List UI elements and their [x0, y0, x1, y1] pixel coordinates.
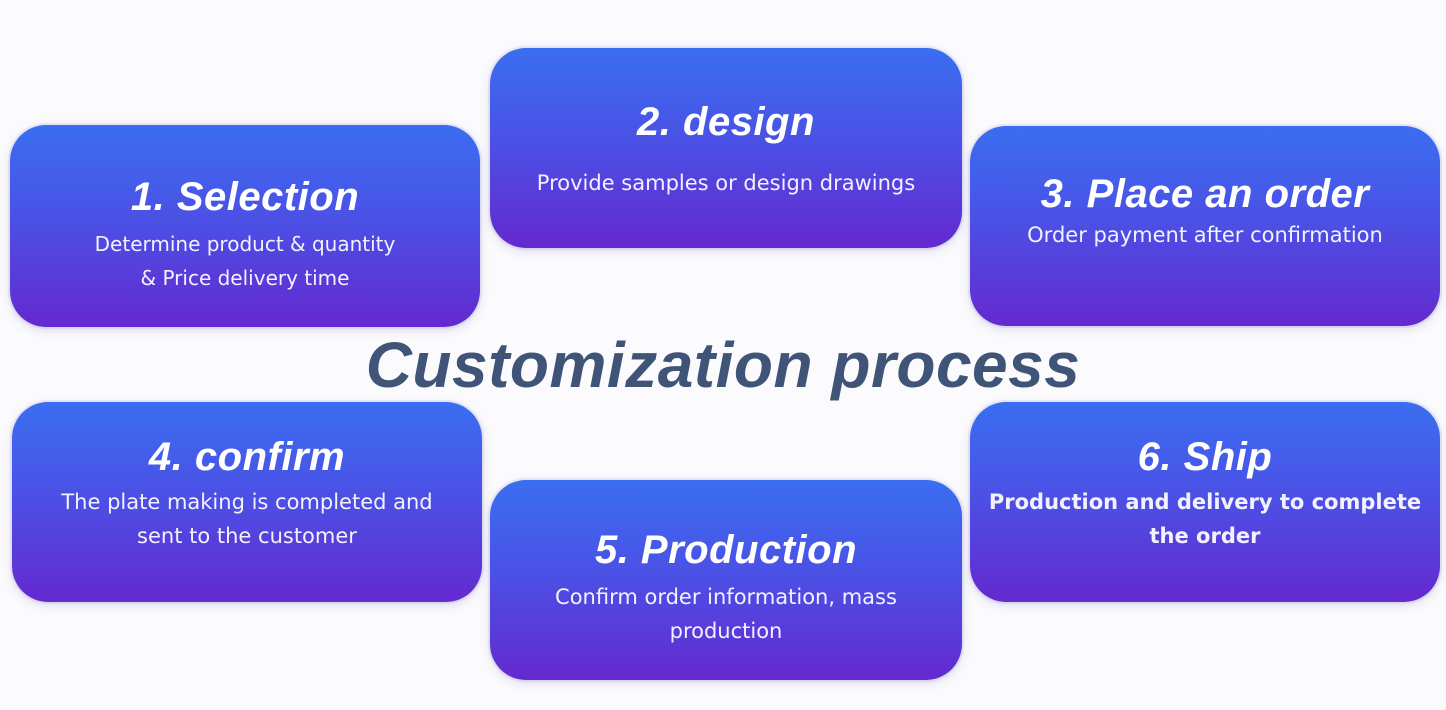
step-description: Order payment after confirmation — [1027, 223, 1383, 247]
step-description: Determine product & quantity & Price del… — [94, 232, 396, 290]
step-title: 4. confirm — [148, 435, 346, 479]
step-title: 2. design — [637, 100, 815, 144]
step-card-place-order: 3. Place an order Order payment after co… — [970, 126, 1440, 326]
step-card-selection: 1. Selection Determine product & quantit… — [10, 125, 480, 327]
step-description: Confirm order information, mass producti… — [555, 585, 897, 643]
step-title: 1. Selection — [130, 175, 360, 219]
step-description: Provide samples or design drawings — [536, 171, 916, 195]
step-title: 3. Place an order — [1040, 172, 1370, 216]
step-card-design: 2. design Provide samples or design draw… — [490, 48, 962, 248]
step-description: Production and delivery to complete the … — [988, 490, 1422, 548]
step-title: 5. Production — [594, 528, 858, 572]
diagram-title: Customization process — [365, 329, 1081, 401]
step-card-confirm: 4. confirm The plate making is completed… — [12, 402, 482, 602]
step-description: The plate making is completed and sent t… — [61, 490, 433, 548]
step-title: 6. Ship — [1137, 435, 1273, 479]
step-card-production: 5. Production Confirm order information,… — [490, 480, 962, 680]
step-card-ship: 6. Ship Production and delivery to compl… — [970, 402, 1440, 602]
